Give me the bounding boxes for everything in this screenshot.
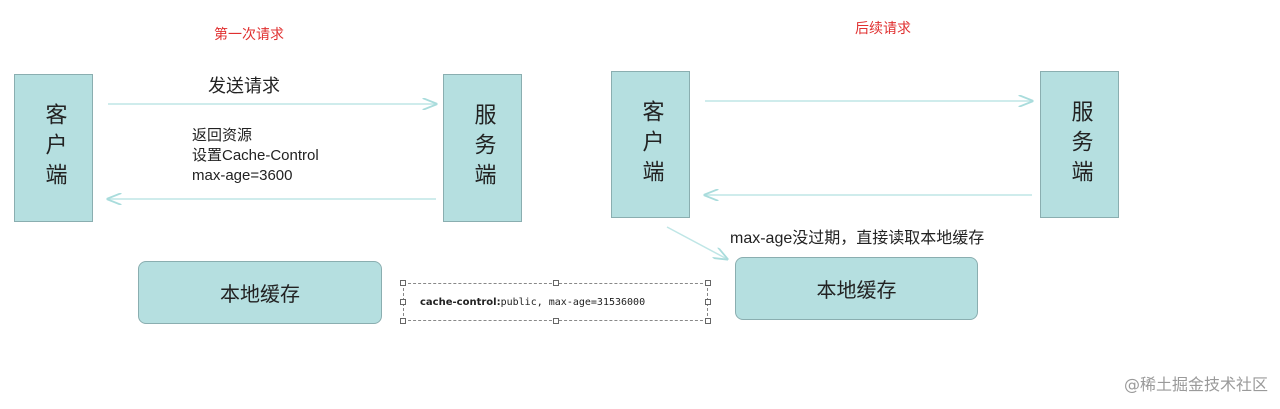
selection-handle	[705, 299, 711, 305]
selection-handle	[705, 318, 711, 324]
response-label: 返回资源 设置Cache-Control max-age=3600	[192, 126, 319, 186]
response-line: max-age=3600	[192, 167, 293, 184]
selection-handle	[400, 318, 406, 324]
local-cache-box-left: 本地缓存	[138, 261, 382, 324]
header-key: cache-control:	[420, 296, 501, 308]
server-box-right: 服务端	[1040, 71, 1119, 218]
server-label-left: 服务端	[470, 103, 496, 193]
selection-handle	[553, 280, 559, 286]
server-label-right: 服务端	[1067, 99, 1093, 190]
local-cache-box-right: 本地缓存	[735, 257, 978, 320]
selection-handle	[553, 318, 559, 324]
response-line: 返回资源	[192, 127, 253, 144]
client-label-left: 客户端	[41, 103, 67, 193]
client-label-right: 客户端	[638, 99, 664, 190]
subsequent-request-title: 后续请求	[855, 21, 911, 37]
selection-handle	[705, 280, 711, 286]
header-value: public, max-age=31536000	[500, 296, 646, 308]
cache-control-header-box: cache-control: public, max-age=31536000	[403, 283, 708, 321]
client-box-right: 客户端	[611, 71, 690, 218]
client-box-left: 客户端	[14, 74, 93, 222]
selection-handle	[400, 280, 406, 286]
selection-handle	[400, 299, 406, 305]
watermark: @稀土掘金技术社区	[1123, 375, 1268, 394]
read-cache-arrow	[666, 226, 727, 259]
server-box-left: 服务端	[443, 74, 522, 222]
request-label: 发送请求	[208, 76, 280, 97]
first-request-title: 第一次请求	[214, 27, 284, 43]
response-line: 设置Cache-Control	[192, 147, 319, 164]
cache-valid-note: max-age没过期，直接读取本地缓存	[730, 230, 985, 247]
